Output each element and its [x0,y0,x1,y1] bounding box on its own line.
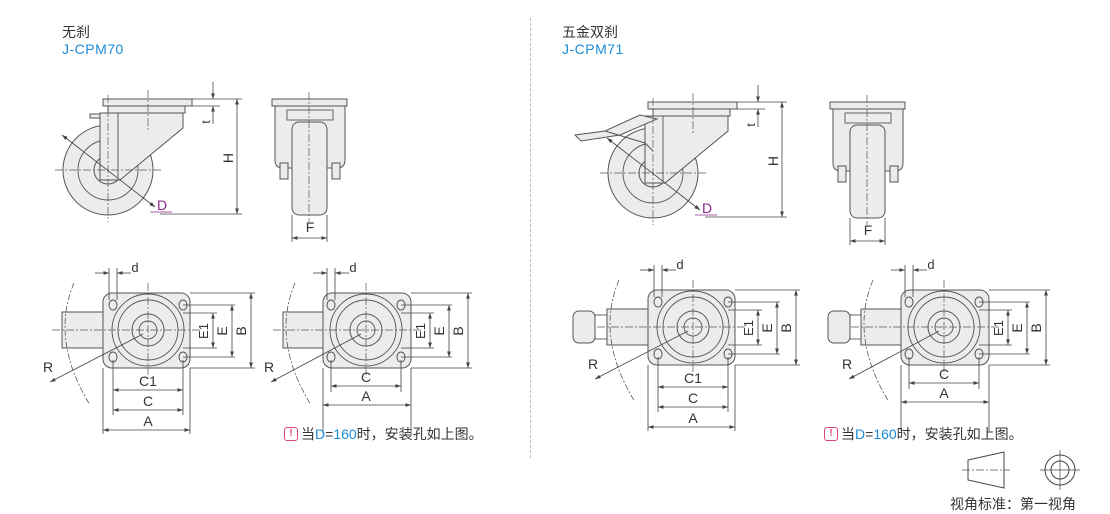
note-prefix: 当 [841,426,855,442]
front-view-double-brake: F [829,95,906,245]
axle-nut [279,162,289,180]
left-title: 无刹 [62,24,90,40]
dim-label-A: A [688,410,698,426]
left-product-code: J-CPM70 [62,41,124,57]
first-angle-projection-symbol [962,450,1080,490]
note-suffix: 时，安装孔如上图。 [356,426,483,442]
dim-label-E1: E1 [196,323,211,339]
dim-label-B: B [450,326,466,335]
brake-pedal [827,310,851,344]
dim-label-F: F [864,222,873,238]
dim-label-D: D [702,200,712,216]
dim-label-E: E [759,323,775,332]
mount-hole [108,299,118,311]
dim-label-C: C [688,390,698,406]
panel-divider [530,18,531,458]
dimension-line [606,137,701,211]
dim-label-d: d [349,260,356,275]
note-value: 160 [873,426,897,442]
projection-standard-label: 视角标准：第一视角 [950,496,1076,512]
dim-label-H: H [765,156,781,166]
dim-label-R: R [588,356,598,372]
dim-label-C: C [143,393,153,409]
dim-label-D: D [157,197,167,213]
swivel-bearing [107,105,186,114]
note-suffix: 时，安装孔如上图。 [896,426,1023,442]
mount-hole [653,296,663,308]
right-product-code: J-CPM71 [562,41,624,57]
front-view-no-brake: F [271,92,348,242]
dim-label-A: A [939,385,949,401]
note-value: 160 [333,426,357,442]
right-title: 五金双刹 [562,24,618,40]
note-prefix: 当 [301,426,315,442]
dim-label-R: R [43,359,53,375]
brake-pedal [572,310,596,344]
dim-label-t: t [744,123,758,127]
dim-label-R: R [264,359,274,375]
dim-label-A: A [143,413,153,429]
dim-label-B: B [1028,323,1044,332]
dim-label-F: F [306,219,315,235]
swivel-radius-arc [863,279,890,403]
axle-nut [837,165,847,183]
swivel-bearing [652,108,731,117]
dim-label-B: B [233,326,249,335]
note-eq: = [325,426,334,442]
axle-nut [889,165,899,183]
swivel-radius-arc [285,282,312,406]
mount-hole [904,296,914,308]
dim-label-E: E [214,326,230,335]
side-view-double-brake: D Ht [573,85,787,225]
dim-label-H: H [220,153,236,163]
dim-label-C: C [361,369,371,385]
dim-label-d: d [927,257,934,272]
dim-label-d: d [676,257,683,272]
note-eq: = [865,426,874,442]
dim-label-A: A [361,388,371,404]
top-plate-front [829,101,906,110]
dim-label-B: B [778,323,794,332]
dim-label-d: d [131,260,138,275]
dim-label-R: R [842,356,852,372]
top-plate-front [271,98,348,107]
swivel-radius-arc [64,282,91,406]
side-view-no-brake: D Ht [55,82,242,222]
dim-label-C1: C1 [684,370,702,386]
dim-label-E1: E1 [741,320,756,336]
dim-label-E: E [1009,323,1025,332]
mount-hole [326,299,336,311]
dim-label-E1: E1 [413,323,428,339]
top-plate [647,101,738,110]
note-var: D [315,426,326,442]
dim-label-t: t [199,120,213,124]
axle-nut [331,162,341,180]
dim-label-E: E [431,326,447,335]
dim-label-E1: E1 [991,320,1006,336]
wheel-front [291,121,328,216]
top-plate [102,98,193,107]
warning-icon: ! [824,427,838,441]
note-var: D [855,426,866,442]
dim-label-C1: C1 [139,373,157,389]
dim-label-C: C [939,366,949,382]
swivel-radius-arc [609,279,636,403]
wheel-front [849,124,886,219]
warning-icon: ! [284,427,298,441]
dimension-line [61,134,156,208]
